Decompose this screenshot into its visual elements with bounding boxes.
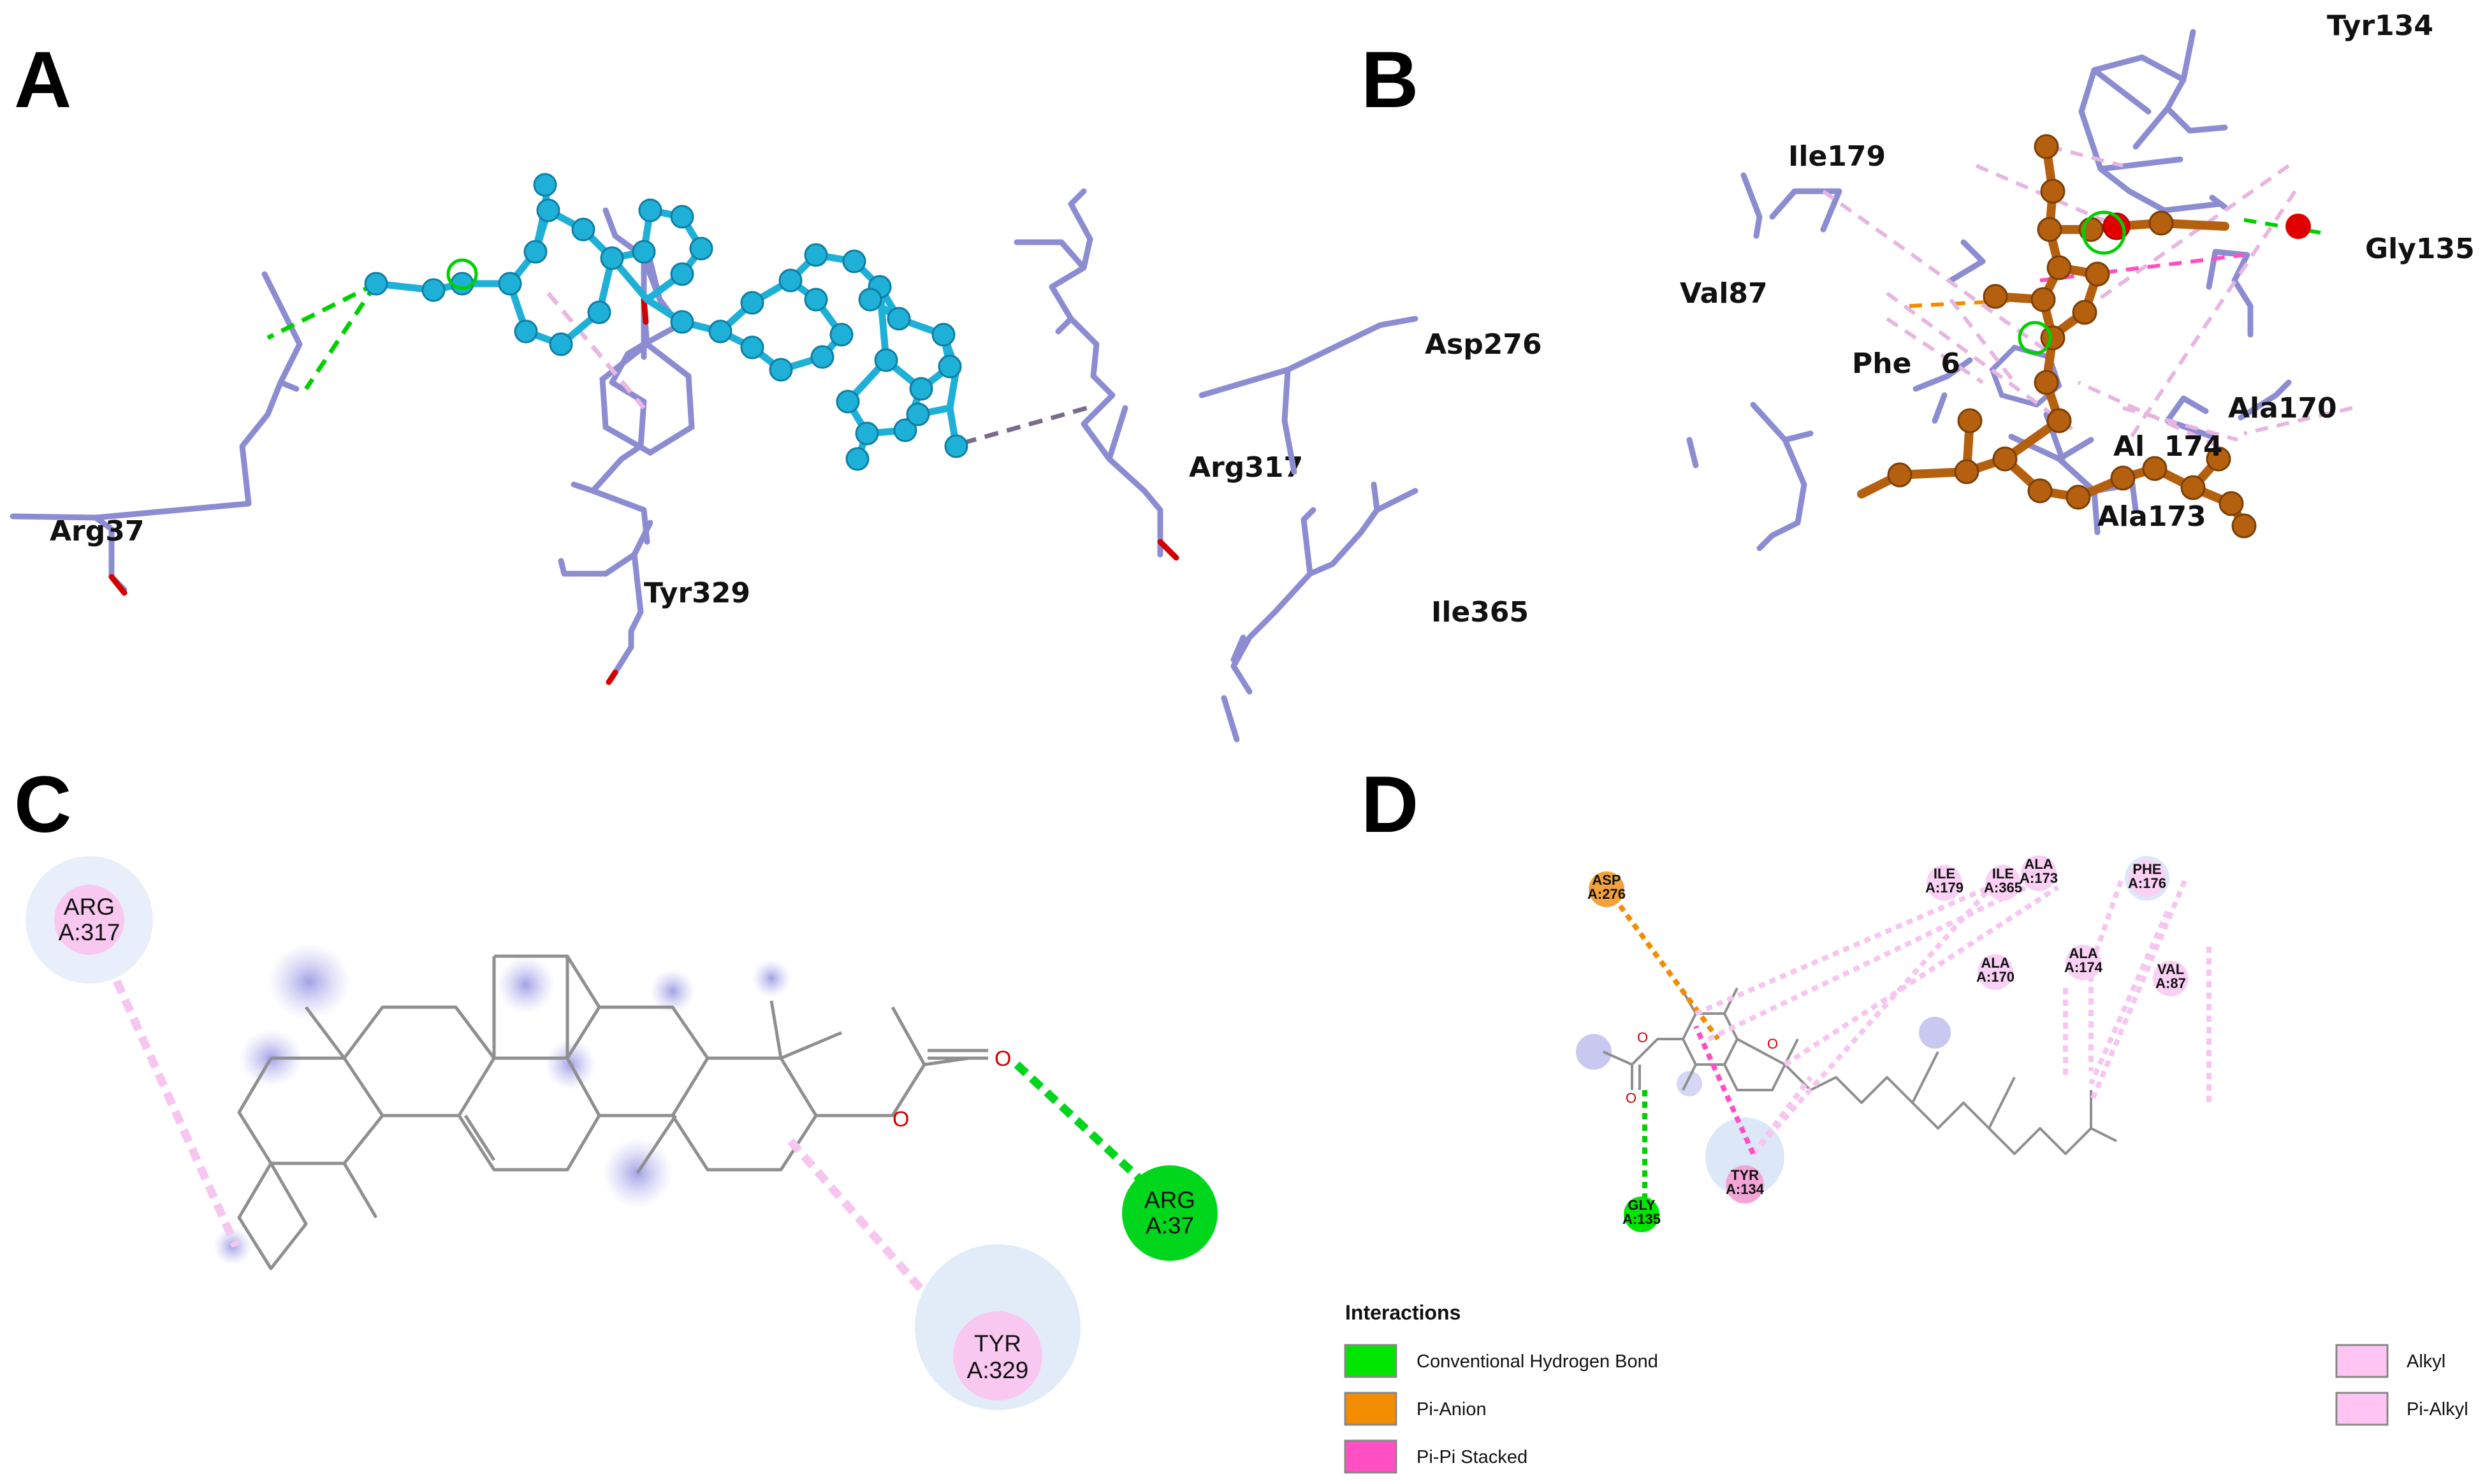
panel-c: C O O ARG [0,746,1250,1484]
panel-a: A [0,0,1303,746]
residue-chain-tyr134: A:134 [1726,1181,1765,1197]
residue-name-ile365: ILE [1992,866,2014,882]
panel-a-label: A [14,36,71,124]
residue-chain-phe176: A:176 [2128,875,2166,891]
interaction-lines-a [266,281,1088,446]
panel-b-label: B [1361,36,1418,124]
ester-oxygen-label-d: O [1637,1029,1648,1045]
residue-chain-gly135: A:135 [1622,1211,1661,1227]
ligand-2d-skeleton-d [1603,987,2117,1155]
legend-item-pi-alkyl: Pi-Alkyl [2335,1392,2468,1426]
interaction-lines-d [1604,880,2211,1205]
protein-sticks-a [10,188,1163,676]
ligand-a-atoms [364,173,968,471]
residue-chain-ile179: A:179 [1925,880,1964,896]
residue-disk-gly135: GLY A:135 [1622,1197,1661,1232]
ester-oxygen-label: O [893,1107,909,1131]
residue-name-asp276: ASP [1592,872,1621,888]
residue-name-ala173: ALA [2024,856,2053,872]
legend-label-hbond: Conventional Hydrogen Bond [1417,1351,1658,1372]
solvent-blobs-c [214,943,791,1265]
residue-name-arg317: ARG [64,894,115,920]
residue-name-arg37: ARG [1144,1187,1195,1213]
residue-name-ile179: ILE [1934,866,1955,882]
legend-item-pi-anion: Pi-Anion [1344,1392,1487,1426]
residue-chain-arg37: A:37 [1146,1212,1194,1239]
centroid-marker-a [446,258,478,290]
legend-title: Interactions [1345,1301,1461,1324]
residue-label-ile179: Ile179 [1788,140,1886,173]
residue-disk-phe176: PHE A:176 [2125,856,2169,901]
panel-d-label: D [1361,760,1418,849]
residue-disk-ala170: ALA A:170 [1976,954,2015,990]
residue-label-ala173: Ala173 [2097,500,2206,533]
carbonyl-oxygen-label-d: O [1626,1090,1636,1106]
residue-label-ala170: Ala170 [2228,392,2337,425]
residue-disk-arg37: ARG A:37 [1122,1165,1218,1261]
residue-name-tyr134: TYR [1731,1167,1759,1183]
residue-name-tyr329: TYR [974,1330,1021,1357]
ligand-2d-skeleton-c [237,954,988,1270]
residue-label-val87: Val87 [1680,277,1768,310]
residue-label-ala174: Al 174 [2113,430,2223,463]
residue-label-gly135: Gly135 [2365,233,2475,265]
legend-item-hbond: Conventional Hydrogen Bond [1344,1344,1658,1378]
centroid-marker-b2 [2018,321,2052,355]
protein-sticks-b [1199,29,2292,743]
legend-item-alkyl: Alkyl [2335,1344,2445,1378]
residue-chain-ala170: A:170 [1976,969,2015,985]
residue-chain-ala174: A:174 [2064,959,2103,975]
residue-label-tyr329: Tyr329 [644,577,750,609]
residue-disk-tyr134: TYR A:134 [1726,1165,1765,1204]
ring-oxygen-label-d: O [1767,1036,1778,1052]
residue-name-val87: VAL [2157,961,2184,977]
legend-label-pi-pi: Pi-Pi Stacked [1417,1447,1527,1467]
residue-label-phe176: Phe 6 [1852,347,1960,380]
legend-label-alkyl: Alkyl [2407,1351,2445,1372]
residue-name-phe176: PHE [2132,861,2161,877]
residue-chain-tyr329: A:329 [967,1357,1029,1383]
legend-label-pi-anion: Pi-Anion [1417,1399,1487,1420]
residue-name-ala174: ALA [2069,945,2097,961]
residue-disk-asp276: ASP A:276 [1587,871,1626,907]
residue-disks-d: ASP A:276 ILE A:365 ILE A:179 ALA A:173 … [1587,855,2189,1232]
oxygen-atoms-a [108,296,1179,685]
residue-chain-arg317: A:317 [59,919,120,945]
residue-chain-val87: A:87 [2155,975,2186,991]
ligand-a-bonds [372,181,960,463]
legend: Interactions Conventional Hydrogen Bond … [1344,1301,2468,1474]
residue-chain-ala173: A:173 [2020,870,2058,886]
oxygen-atom-ester [2285,214,2311,239]
residue-label-arg37: Arg37 [50,515,144,548]
residue-chain-asp276: A:276 [1587,886,1626,902]
solvent-blobs-d [1576,1017,1951,1197]
residue-label-tyr134: Tyr134 [2327,10,2433,42]
residue-label-arg317: Arg317 [1189,451,1303,484]
residue-disk-ala174: ALA A:174 [2064,945,2103,980]
residue-chain-ile365: A:365 [1984,880,2022,896]
residue-name-ala170: ALA [1981,955,2009,971]
panel-d: D O O O [1250,746,2492,1484]
residue-name-gly135: GLY [1628,1197,1656,1213]
residue-disk-ile365: ILE A:365 [1984,865,2022,901]
residue-label-asp276: Asp276 [1425,328,1542,361]
centroid-marker-b1 [2081,210,2126,255]
panel-c-label: C [14,760,71,849]
residue-disk-val87: VAL A:87 [2153,961,2189,996]
residue-disk-arg317: ARG A:317 [26,856,153,984]
residue-disk-ile179: ILE A:179 [1925,865,1964,901]
residue-label-ile365: Ile365 [1431,596,1529,629]
residue-disk-tyr329: TYR A:329 [915,1244,1081,1410]
legend-label-pi-alkyl: Pi-Alkyl [2407,1399,2468,1420]
panel-b: B [1199,0,2492,746]
carbonyl-oxygen-label: O [995,1047,1011,1071]
residue-disk-ala173: ALA A:173 [2020,855,2058,891]
legend-item-pi-pi: Pi-Pi Stacked [1344,1439,1527,1474]
